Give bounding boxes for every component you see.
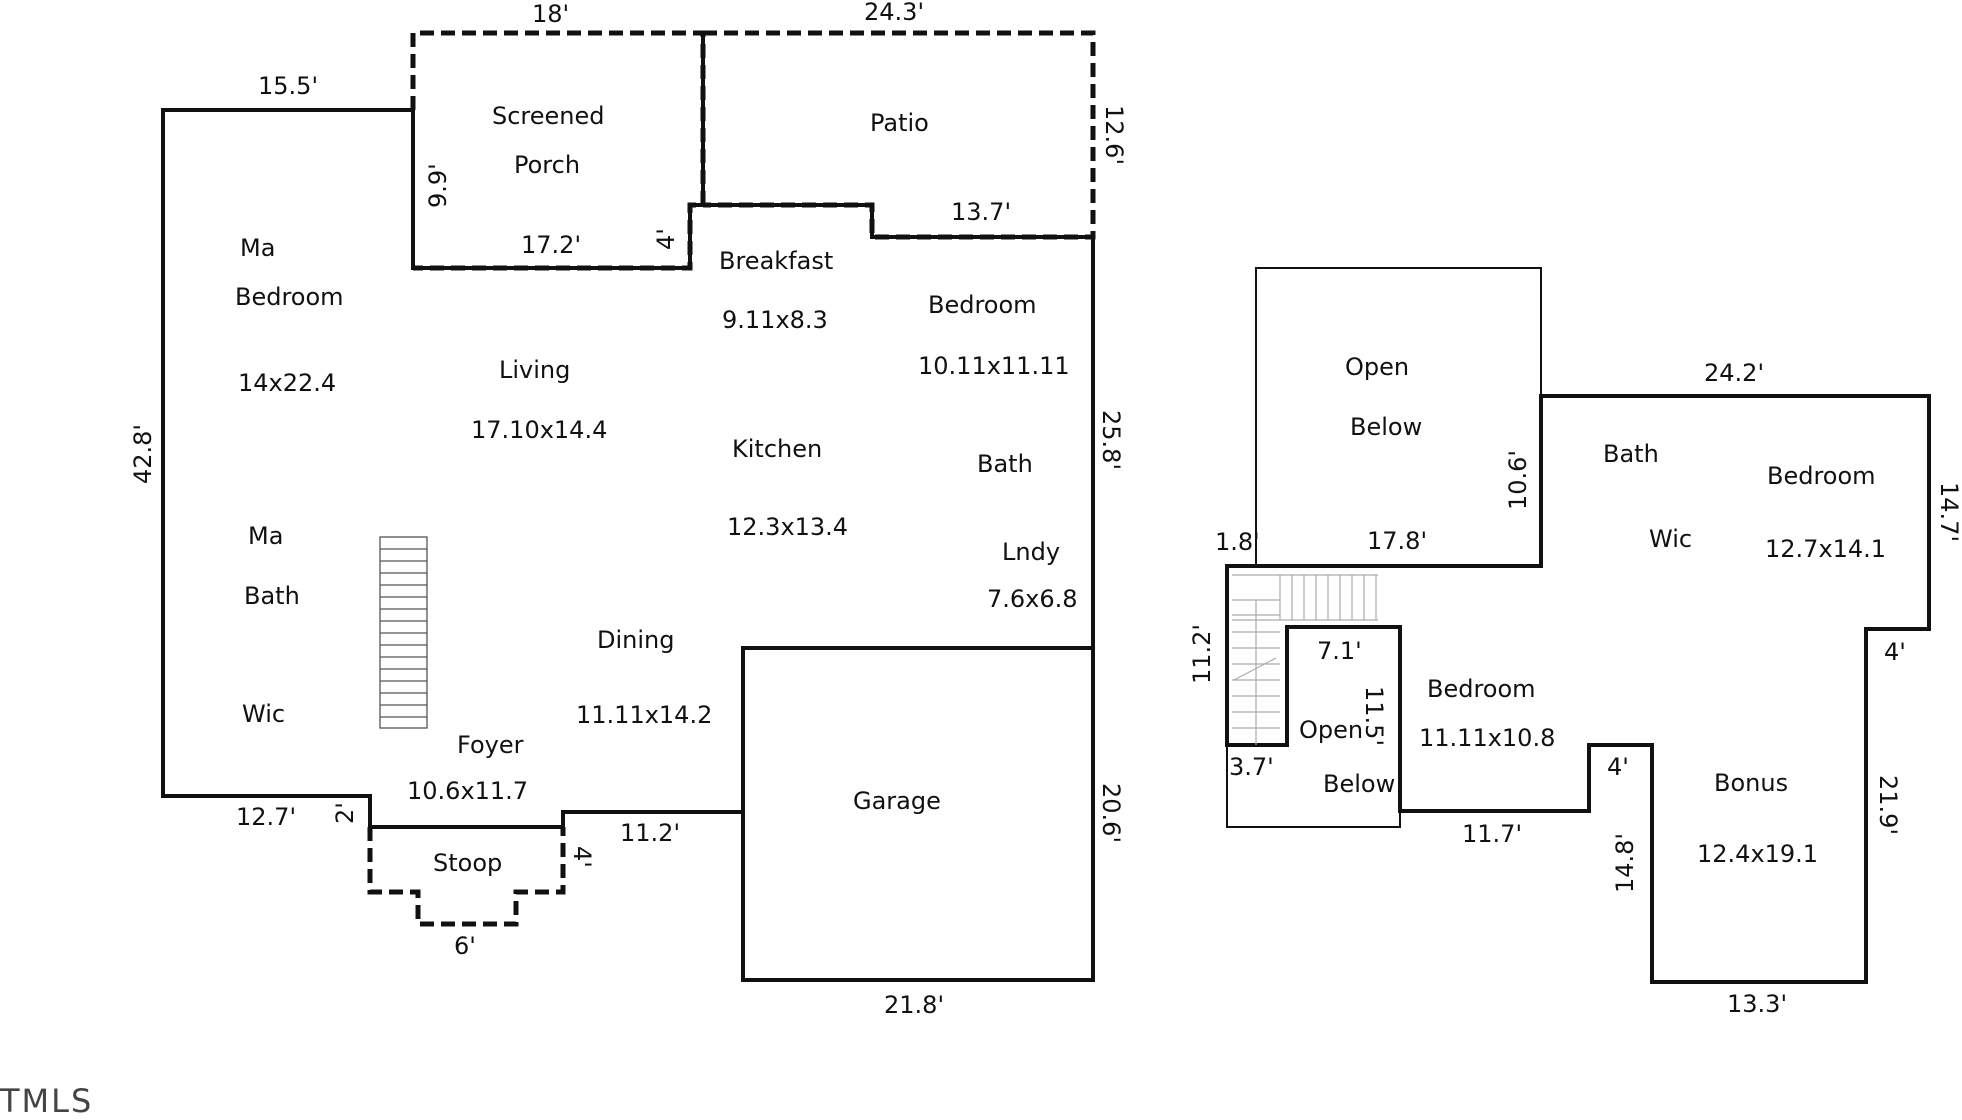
second-floor-outline <box>1225 394 1931 984</box>
label-open-below-2a: Open <box>1299 716 1363 744</box>
dim-bottom-mid: 11.7' <box>1462 820 1522 848</box>
label-breakfast: Breakfast <box>719 247 833 275</box>
label-bedroom-mid-size: 11.11x10.8 <box>1419 724 1555 752</box>
dim-left-side: 11.2' <box>1188 624 1216 684</box>
label-dining-size: 11.11x14.2 <box>576 701 712 729</box>
first-floor: Screened Porch Patio Ma Bedroom 14x22.4 … <box>129 0 1128 1019</box>
dim-open-bottom: 17.8' <box>1367 527 1427 555</box>
label-wic: Wic <box>1649 525 1692 553</box>
dim-porch-left: 9.9' <box>424 163 452 208</box>
dim-garage-right: 20.6' <box>1097 783 1125 843</box>
label-open-below-1a: Open <box>1345 353 1409 381</box>
dim-porch-step: 4' <box>652 228 680 250</box>
label-open-below-2b: Below <box>1323 770 1395 798</box>
label-living: Living <box>499 356 570 384</box>
label-bedroom: Bedroom <box>928 291 1037 319</box>
dim-bonus-bottom: 13.3' <box>1727 990 1787 1018</box>
label-stoop: Stoop <box>433 849 502 877</box>
label-bedroom-right: Bedroom <box>1767 462 1876 490</box>
dim-small-left: 1.8' <box>1215 528 1260 556</box>
label-breakfast-size: 9.11x8.3 <box>722 306 828 334</box>
label-bonus: Bonus <box>1714 769 1788 797</box>
dim-patio-right: 12.6' <box>1100 105 1128 165</box>
dim-bottom-left: 3.7' <box>1229 753 1274 781</box>
label-bonus-size: 12.4x19.1 <box>1697 840 1818 868</box>
label-screened: Screened <box>492 102 605 130</box>
dim-step-4-right: 4' <box>1884 638 1906 666</box>
dim-right-side: 25.8' <box>1097 410 1125 470</box>
label-ma-bedroom-size: 14x22.4 <box>238 369 336 397</box>
dim-stair-top: 7.1' <box>1317 637 1362 665</box>
dim-bottom-mid: 11.2' <box>620 819 680 847</box>
dim-stoop-step-right: 4' <box>568 846 596 868</box>
label-bath: Bath <box>977 450 1033 478</box>
label-foyer-size: 10.6x11.7 <box>407 777 528 805</box>
mls-logo: TMLS <box>0 1082 94 1120</box>
dim-top-right: 24.2' <box>1704 359 1764 387</box>
label-ma-bath-1: Ma <box>248 522 283 550</box>
label-open-below-1b: Below <box>1350 413 1422 441</box>
garage-outline <box>741 646 1095 982</box>
dim-patio-bottom: 13.7' <box>951 198 1011 226</box>
label-lndy: Lndy <box>1002 538 1060 566</box>
dim-right-side: 14.7' <box>1935 482 1962 542</box>
label-patio: Patio <box>870 109 929 137</box>
label-bedroom-mid: Bedroom <box>1427 675 1536 703</box>
label-bedroom-size: 10.11x11.11 <box>918 352 1070 380</box>
dim-porch-top: 18' <box>532 0 569 28</box>
dim-stoop-step-left: 2' <box>331 802 359 824</box>
dim-left-side: 42.8' <box>129 424 157 484</box>
second-floor: Open Below Bath Bedroom Wic 12.7x14.1 Be… <box>1188 267 1962 1018</box>
dim-bottom-left: 12.7' <box>236 803 296 831</box>
dim-patio-top: 24.3' <box>864 0 924 26</box>
dim-step-4-bonus: 4' <box>1607 753 1629 781</box>
dim-left-top: 15.5' <box>258 72 318 100</box>
stairs-first-floor <box>379 536 428 729</box>
label-wic: Wic <box>242 700 285 728</box>
label-living-size: 17.10x14.4 <box>471 416 607 444</box>
stairs-second-floor <box>1232 574 1378 745</box>
label-kitchen-size: 12.3x13.4 <box>727 513 848 541</box>
dim-stair-right: 11.5' <box>1360 686 1388 746</box>
label-bedroom-right-size: 12.7x14.1 <box>1765 535 1886 563</box>
label-foyer: Foyer <box>457 731 524 759</box>
dim-open-right: 10.6' <box>1504 450 1532 510</box>
dim-garage-bottom: 21.8' <box>884 991 944 1019</box>
label-lndy-size: 7.6x6.8 <box>987 585 1078 613</box>
dim-bonus-left: 14.8' <box>1611 833 1639 893</box>
label-kitchen: Kitchen <box>732 435 822 463</box>
label-bath: Bath <box>1603 440 1659 468</box>
patio-outline <box>703 30 1096 240</box>
label-dining: Dining <box>597 626 674 654</box>
dim-porch-bottom: 17.2' <box>521 231 581 259</box>
dim-stoop-bottom: 6' <box>454 932 476 960</box>
label-ma-bedroom-2: Bedroom <box>235 283 344 311</box>
label-porch: Porch <box>514 151 580 179</box>
open-below-top-outline <box>1255 267 1542 566</box>
label-ma-bedroom-1: Ma <box>240 234 275 262</box>
stoop-outline <box>367 827 566 927</box>
open-below-bottom-outline <box>1226 745 1401 828</box>
label-ma-bath-2: Bath <box>244 582 300 610</box>
dim-bonus-right: 21.9' <box>1874 775 1902 835</box>
label-garage: Garage <box>853 787 941 815</box>
